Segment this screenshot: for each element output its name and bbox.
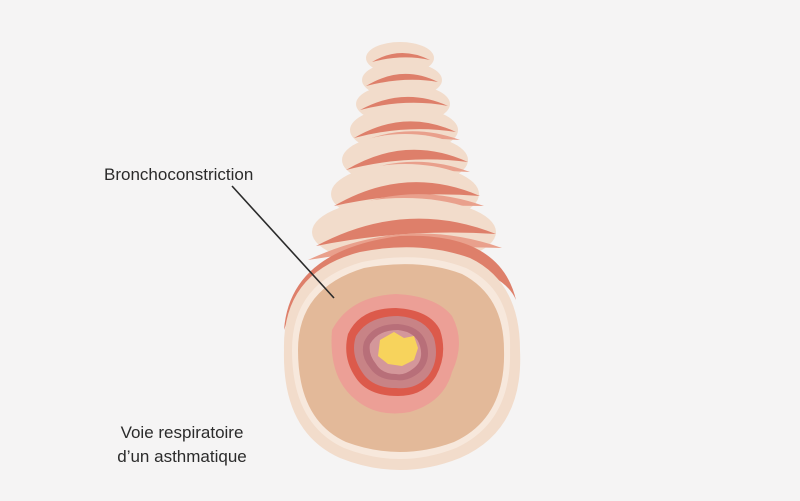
caption-line-1: Voie respiratoire	[120, 423, 244, 442]
leader-line	[231, 185, 335, 299]
bronchus-tube	[283, 42, 521, 470]
muscle-band-3	[360, 96, 448, 110]
muscle-band-2	[366, 73, 438, 86]
airway-cross-section	[283, 247, 521, 470]
mucus-plug	[378, 332, 418, 366]
muscle-band-1	[372, 52, 430, 62]
muscle-band-6	[334, 182, 480, 206]
caption-line-2: d’un asthmatique	[117, 447, 247, 466]
airway-caption: Voie respiratoire d’un asthmatique	[108, 421, 256, 469]
muscle-band-5	[346, 149, 468, 170]
bronchoconstriction-label: Bronchoconstriction	[104, 165, 254, 184]
muscle-band-7	[316, 218, 496, 246]
muscle-rings	[284, 42, 516, 330]
muscle-band-4	[354, 121, 456, 138]
